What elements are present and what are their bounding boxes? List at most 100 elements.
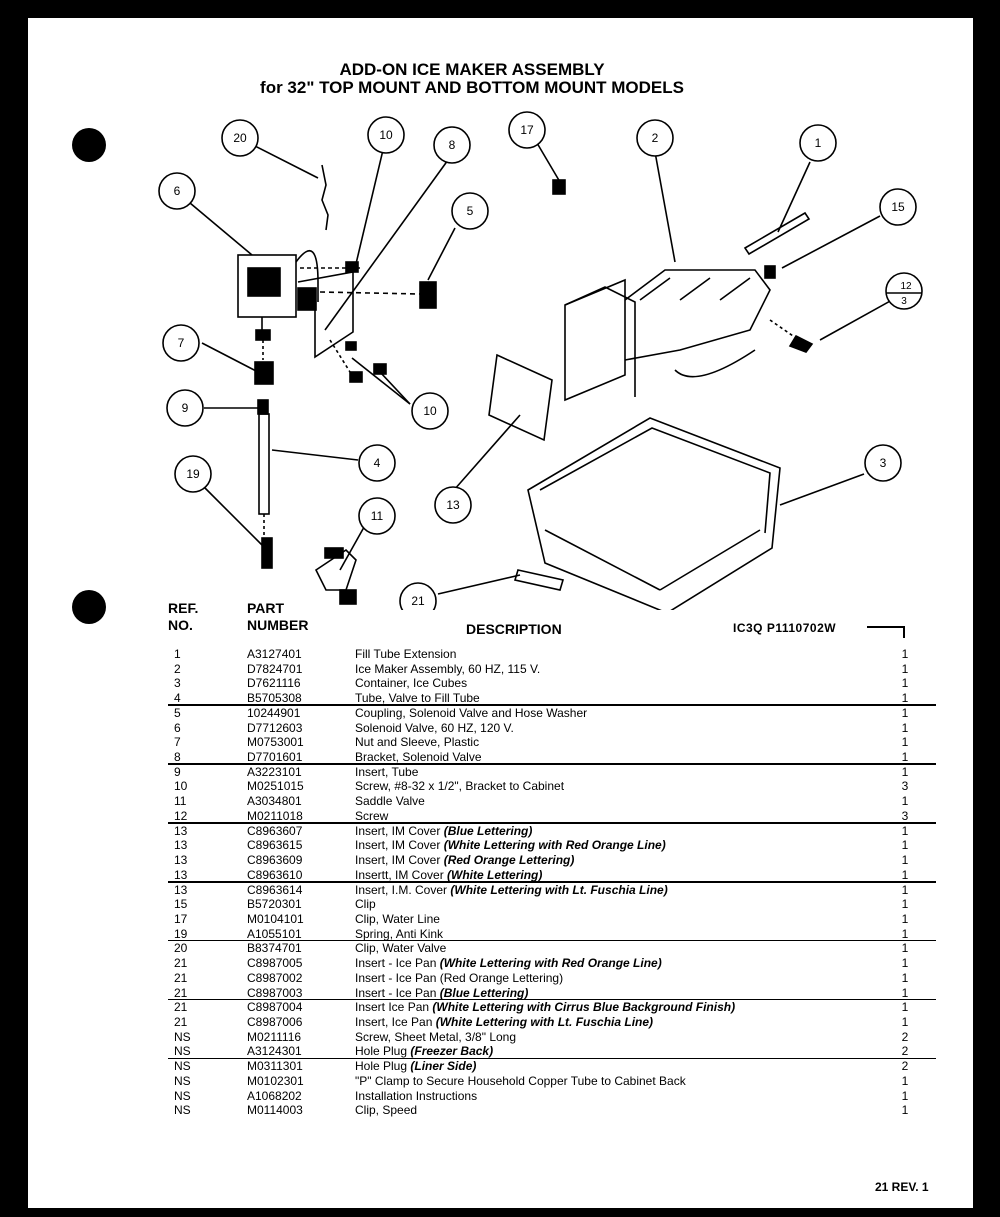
cell-desc: Ice Maker Assembly, 60 HZ, 115 V. (355, 662, 540, 676)
cell-qty: 1 (901, 647, 909, 661)
callout-4 (358, 444, 396, 482)
cell-ref: 21 (174, 956, 188, 971)
callout-15-label: 15 (891, 200, 905, 214)
cell-desc: Insert, IM Cover (White Lettering with R… (355, 838, 666, 852)
cell-qty: 1 (901, 1073, 909, 1088)
callout-10-bottom-label: 10 (423, 404, 437, 418)
callout-17 (508, 111, 546, 149)
cell-qty: 1 (901, 691, 909, 706)
cell-desc: Insert - Ice Pan (Blue Lettering) (355, 986, 528, 1000)
cell-ref: 17 (174, 911, 188, 926)
cell-desc-text: Ice Maker Assembly, 60 HZ, 115 V. (355, 661, 541, 676)
callout-7-label: 7 (178, 336, 185, 350)
group-divider (168, 763, 936, 765)
cell-part: B5720301 (247, 897, 302, 912)
cell-desc-text: Fill Tube Extension (355, 647, 457, 661)
code-rule-tick (903, 626, 905, 638)
cell-part: M0251015 (247, 779, 304, 794)
callout-7 (162, 324, 200, 362)
cell-ref: 11 (174, 794, 187, 809)
cell-desc: Installation Instructions (355, 1089, 477, 1103)
cell-part: C8987005 (247, 956, 303, 971)
callout-8 (433, 126, 471, 164)
cell-desc: Tube, Valve to Fill Tube (355, 691, 480, 705)
cell-desc-note: (Freezer Back) (410, 1044, 494, 1059)
cell-desc-note: (White Lettering) (447, 867, 543, 882)
cell-ref: NS (174, 1088, 191, 1103)
cell-part: M0211116 (247, 1029, 302, 1044)
cell-part: C8963607 (247, 823, 303, 838)
cell-part: A1068202 (247, 1088, 302, 1103)
callout-11-label: 11 (371, 509, 384, 523)
cell-desc-text: Clip, Water Line (355, 911, 440, 926)
callout-10-top-label: 10 (379, 128, 393, 142)
cell-desc: Clip, Water Valve (355, 941, 446, 955)
page-subtitle: for 32" TOP MOUNT AND BOTTOM MOUNT MODEL… (260, 78, 684, 97)
cell-desc-text: Solenoid Valve, 60 HZ, 120 V. (355, 720, 514, 735)
cell-desc-text: Saddle Valve (355, 794, 425, 809)
cell-desc-text: Hole Plug (355, 1059, 408, 1074)
exploded-parts-diagram: 20 10 8 17 2 1 6 5 15 12 3 7 10 9 4 13 3… (158, 111, 923, 610)
cell-desc-note: (White Lettering with Cirrus Blue Backgr… (432, 1000, 736, 1015)
cell-part: D7712603 (247, 720, 303, 735)
callout-1 (799, 124, 837, 162)
cell-part: B8374701 (247, 941, 302, 956)
group-divider (168, 704, 936, 706)
callout-21 (399, 582, 437, 610)
callout-17-label: 17 (520, 123, 534, 137)
cell-desc: Insert - Ice Pan (White Lettering with R… (355, 956, 662, 970)
cell-desc-text: Insert, I.M. Cover (355, 882, 448, 897)
cell-part: A3127401 (247, 647, 302, 661)
cell-desc: Insert, IM Cover (Blue Lettering) (355, 824, 532, 838)
callout-12-3-label: 3 (901, 296, 907, 307)
cell-part: D7824701 (247, 661, 303, 676)
cell-desc-text: Container, Ice Cubes (355, 676, 468, 691)
group-divider (168, 822, 936, 824)
cell-desc: Hole Plug (Freezer Back) (355, 1044, 493, 1058)
column-header-description: DESCRIPTION (466, 621, 562, 637)
cell-ref: 4 (174, 691, 181, 706)
binder-hole-top (72, 128, 106, 162)
cell-desc-text: Bracket, Solenoid Valve (355, 750, 482, 765)
cell-desc-text: Spring, Anti Kink (355, 926, 444, 941)
cell-part: M0311301 (247, 1059, 303, 1074)
table-row: 2 D7824701 Ice Maker Assembly, 60 HZ, 115 … (0, 662, 1000, 677)
cell-desc-text: Coupling, Solenoid Valve and Hose Washer (355, 705, 588, 720)
cell-desc: Insertt, IM Cover (White Lettering) (355, 868, 542, 882)
cell-desc: Bracket, Solenoid Valve (355, 750, 482, 764)
page-number: 21 REV. 1 (875, 1180, 929, 1194)
cell-qty: 2 (901, 1029, 909, 1044)
cell-desc: Hole Plug (Liner Side) (355, 1059, 476, 1073)
cell-desc: Coupling, Solenoid Valve and Hose Washer (355, 706, 587, 720)
cell-qty: 1 (901, 838, 909, 853)
cell-desc-note: (White Lettering with Lt. Fuschia Line) (435, 1015, 654, 1029)
cell-desc-text: Nut and Sleeve, Plastic (355, 735, 480, 750)
callout-6 (158, 172, 196, 210)
cell-part: A3124301 (247, 1044, 302, 1059)
cell-part: M0102301 (247, 1073, 304, 1088)
cell-part: M0104101 (247, 911, 304, 926)
column-header-part: PART NUMBER (247, 600, 308, 634)
cell-qty: 1 (901, 882, 909, 897)
cell-desc-text: Insert, IM Cover (355, 823, 441, 838)
callout-5-label: 5 (467, 204, 474, 218)
cell-desc-text: Insert - Ice Pan (Red Orange Lettering) (355, 970, 564, 985)
catalog-page (28, 18, 973, 1208)
cell-ref: 2 (174, 661, 181, 676)
callout-10-bottom (411, 392, 449, 430)
cell-desc: Insert, I.M. Cover (White Lettering with… (355, 883, 668, 897)
column-header-part-line1: PART (247, 600, 285, 616)
cell-desc: Solenoid Valve, 60 HZ, 120 V. (355, 721, 514, 735)
group-divider (168, 998, 936, 1001)
table-row: 21 C8987005 Insert - Ice Pan (White Letter… (0, 956, 1000, 971)
cell-desc-note: (Red Orange Lettering) (443, 853, 575, 868)
cell-desc-text: Insert - Ice Pan (355, 956, 437, 971)
